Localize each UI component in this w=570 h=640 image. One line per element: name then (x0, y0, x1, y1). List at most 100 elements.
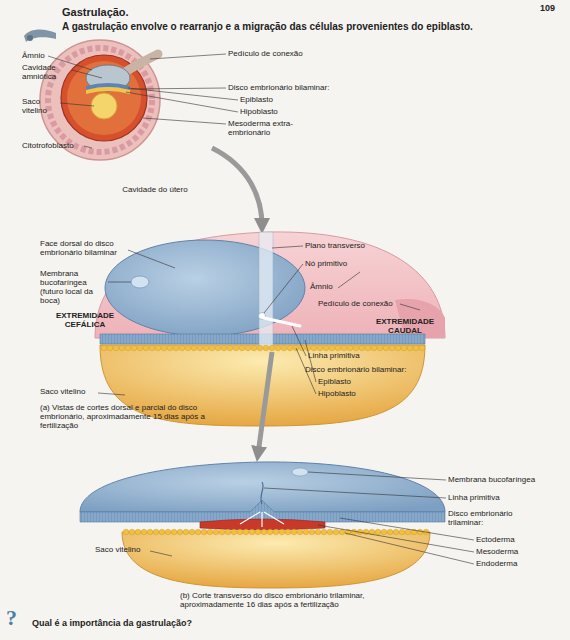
page-number: 109 (540, 3, 568, 13)
part-label: Linha primitiva (308, 352, 398, 361)
endoderm-cell (363, 529, 369, 535)
hypoblast-cell (383, 345, 389, 351)
leader-line (150, 54, 226, 59)
hypoblast-cell (251, 345, 257, 351)
embryonic-disc (105, 240, 305, 336)
hypoblast-cell (395, 345, 401, 351)
hypoblast-cell (401, 345, 407, 351)
endoderm-cell (333, 529, 339, 535)
hypoblast-layer (101, 345, 425, 351)
endoderm-cell (267, 529, 273, 535)
hypoblast-cell (185, 345, 191, 351)
transverse-plane (259, 232, 273, 348)
endoderm-cell (387, 529, 393, 535)
endoderm-cell (339, 529, 345, 535)
yolk-sac (122, 532, 430, 588)
hypoblast-cell (131, 345, 137, 351)
hypoblast-cell (197, 345, 203, 351)
part-label: Ectoderma (476, 536, 556, 545)
part-label: Saco vitelino (22, 98, 62, 116)
hypoblast-cell (149, 345, 155, 351)
chapter-icon (24, 30, 56, 42)
hypoblast-cell (215, 345, 221, 351)
hypoblast-cell (275, 345, 281, 351)
hypoblast (86, 87, 130, 94)
endoderm-cell (189, 529, 195, 535)
hypoblast-cell (239, 345, 245, 351)
leader-line (308, 472, 446, 480)
hypoblast-cell (377, 345, 383, 351)
leader-line (264, 264, 303, 313)
hypoblast-cell (203, 345, 209, 351)
hypoblast-cell (269, 345, 275, 351)
hypoblast-cell (125, 345, 131, 351)
endoderm-cell (159, 529, 165, 535)
endoderm-cell (273, 529, 279, 535)
primitive-groove (261, 482, 263, 504)
oropharyngeal-membrane (292, 468, 308, 476)
migration-arrow (261, 512, 262, 527)
zoom-arrow (212, 148, 262, 226)
endoderm-cell (219, 529, 225, 535)
part-label: Linha primitiva (448, 494, 558, 503)
endoderm-cell (141, 529, 147, 535)
endoderm-cell (213, 529, 219, 535)
part-label: Hipoblasto (240, 108, 320, 117)
hypoblast-cell (317, 345, 323, 351)
leader-line (150, 551, 172, 556)
hypoblast-cell (209, 345, 215, 351)
hypoblast-cell (221, 345, 227, 351)
migration-arrow (240, 512, 260, 524)
hypoblast-cell (191, 345, 197, 351)
endoderm-cell (399, 529, 405, 535)
part-label: Endoderma (476, 560, 556, 569)
leader-lines-bottom (150, 472, 474, 564)
hypoblast-cell (341, 345, 347, 351)
hypoblast-cell (413, 345, 419, 351)
connecting-stalk (122, 54, 158, 74)
review-question: Qual é a importância da gastrulação? (32, 618, 332, 628)
hypoblast-cell (113, 345, 119, 351)
endoderm-cell (375, 529, 381, 535)
leader-line (345, 533, 474, 564)
part-label: Epiblasto (318, 378, 388, 387)
hypoblast-cell (179, 345, 185, 351)
leader-line (108, 282, 131, 283)
leader-line (318, 525, 474, 552)
endoderm-cell (279, 529, 285, 535)
endoderm-cell (405, 529, 411, 535)
leader-line (128, 88, 238, 100)
endoderm-cell (177, 529, 183, 535)
endoderm-layer (123, 529, 429, 535)
question-icon: ? (6, 606, 30, 631)
part-label: Cavidade do útero (110, 186, 200, 195)
hypoblast-cell (155, 345, 161, 351)
endoderm-cell (315, 529, 321, 535)
hypoblast-cell (227, 345, 233, 351)
hypoblast-cell (323, 345, 329, 351)
leader-line (60, 103, 94, 106)
leader-lines-top (48, 54, 238, 148)
hypoblast-cell (101, 345, 107, 351)
hypoblast-cell (335, 345, 341, 351)
endoderm-cell (201, 529, 207, 535)
hypoblast-cell (287, 345, 293, 351)
part-label: Face dorsal do disco embrionário bilamin… (40, 240, 128, 258)
hypoblast-cell (173, 345, 179, 351)
hypoblast-cell (281, 345, 287, 351)
bilaminar-disc-view (95, 232, 445, 426)
endoderm-cell (381, 529, 387, 535)
hypoblast-cell (329, 345, 335, 351)
migration-arrow (264, 512, 284, 524)
endoderm-cell (417, 529, 423, 535)
endoderm-cell (183, 529, 189, 535)
endoderm-cell (225, 529, 231, 535)
hypoblast-cell (359, 345, 365, 351)
panel-caption: (b) Corte transverso do disco embrionári… (180, 592, 415, 610)
endoderm-cell (351, 529, 357, 535)
figure-caption: A gastrulação envolve o rearranjo e a mi… (62, 21, 552, 32)
hypoblast-cell (257, 345, 263, 351)
endoderm-cell (171, 529, 177, 535)
hypoblast-cell (119, 345, 125, 351)
